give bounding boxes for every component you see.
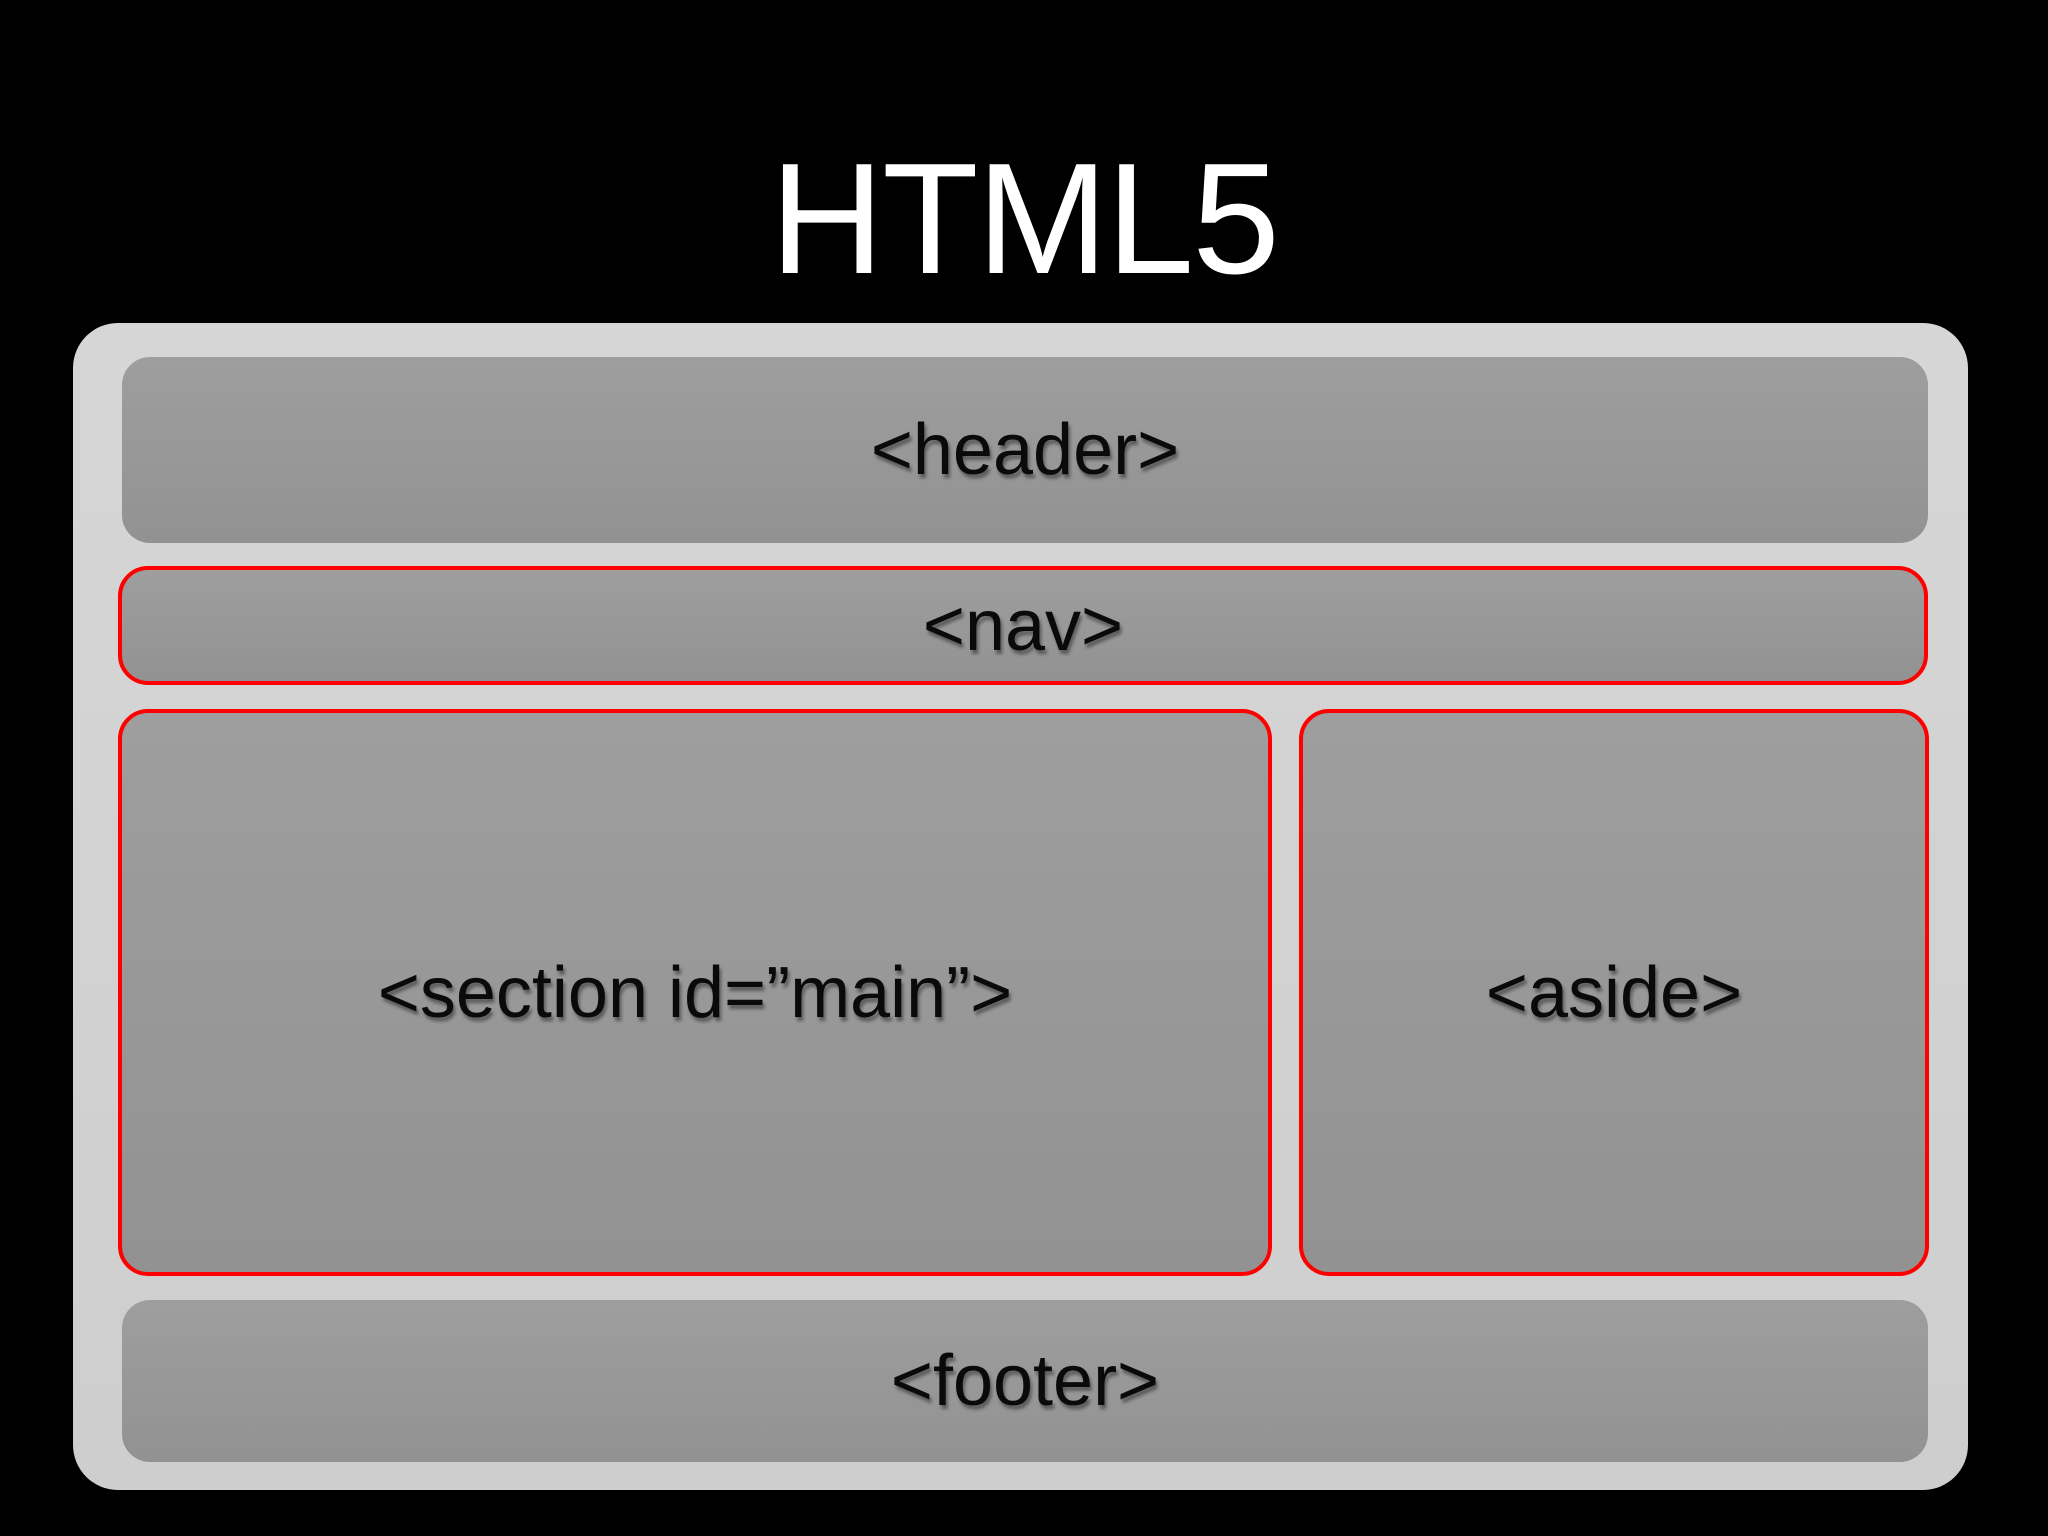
header-box: <header> (122, 357, 1928, 543)
header-label: <header> (870, 410, 1180, 490)
section-main-box: <section id=”main”> (118, 709, 1272, 1276)
footer-box: <footer> (122, 1300, 1928, 1462)
nav-label: <nav> (922, 585, 1124, 666)
footer-label: <footer> (890, 1341, 1160, 1421)
aside-label: <aside> (1485, 952, 1743, 1033)
slide-title: HTML5 (770, 131, 1280, 307)
nav-box: <nav> (118, 566, 1928, 685)
section-main-label: <section id=”main”> (377, 952, 1013, 1033)
page-outline-box: <header> <nav> <section id=”main”> <asid… (73, 323, 1968, 1490)
aside-box: <aside> (1299, 709, 1929, 1276)
